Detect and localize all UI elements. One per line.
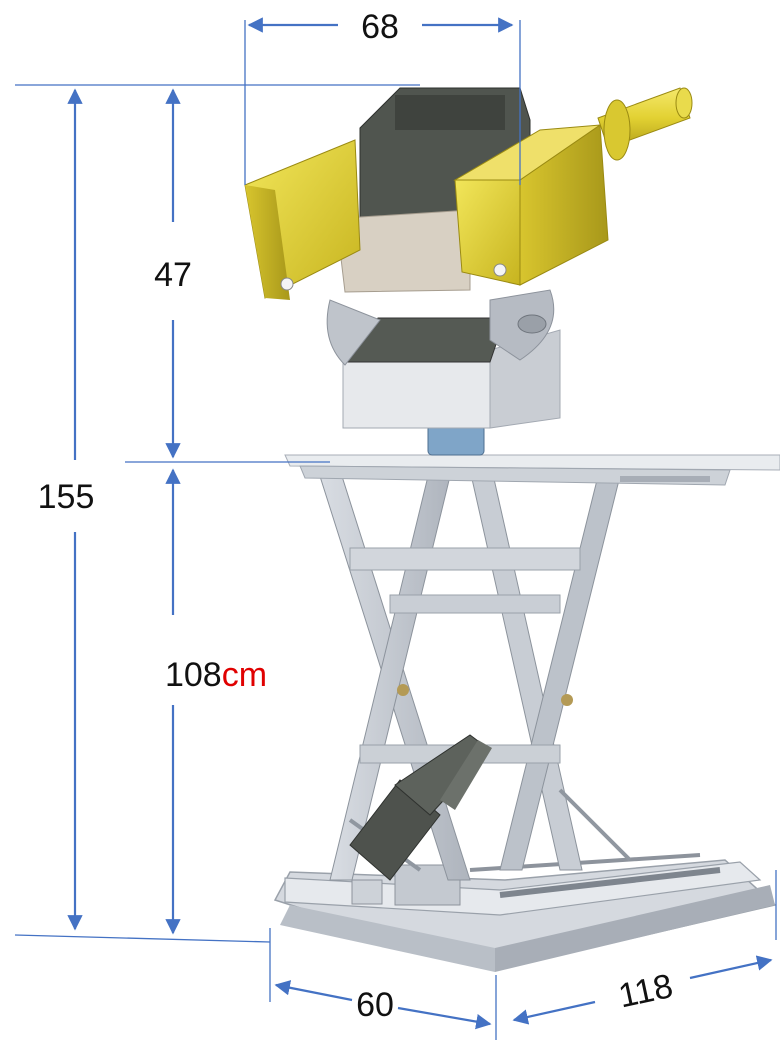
table-top (284, 454, 780, 486)
pan-tilt-head (244, 87, 693, 456)
base-length-arrow-right (689, 955, 773, 980)
dimension-labels: 68 47 155 108cm 60 118 (38, 8, 677, 1024)
base-frame (273, 853, 777, 972)
base-width-arrow-right (397, 1006, 492, 1030)
table-height-value: 108 (165, 656, 222, 694)
scissor-arms (317, 467, 632, 881)
base-length-arrow-left (512, 1000, 596, 1025)
total-height-label: 155 (38, 478, 95, 516)
scissor-lift-table (273, 454, 780, 972)
base-length-label: 118 (615, 967, 676, 1015)
table-height-unit: cm (222, 656, 267, 694)
head-height-label: 47 (154, 256, 192, 294)
base-width-arrow-left (274, 980, 353, 1002)
linear-actuator (349, 734, 492, 881)
floor-extension-line (14, 934, 271, 943)
table-height-label: 108cm (165, 656, 267, 694)
base-width-label: 60 (356, 986, 394, 1024)
rotation-bearing (427, 424, 485, 456)
dimension-lines (14, 17, 777, 1040)
top-width-label: 68 (361, 8, 399, 46)
telescope-tube (597, 87, 693, 161)
